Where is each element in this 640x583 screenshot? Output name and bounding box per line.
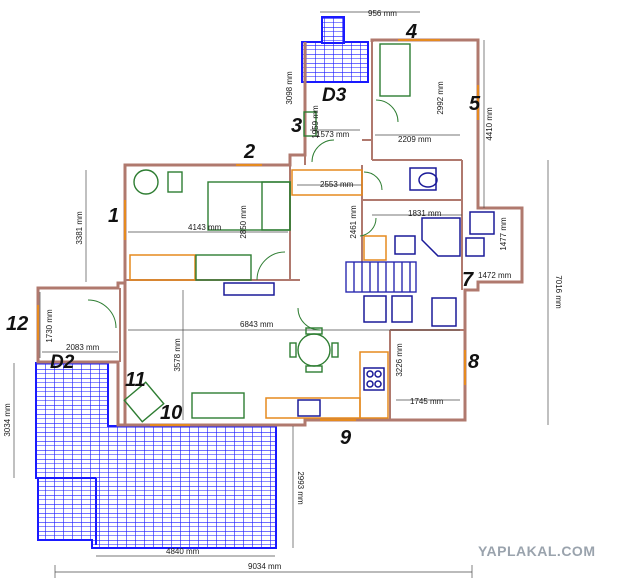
deck-d2 (35, 362, 277, 549)
room-number-3: 3 (291, 115, 302, 137)
dim-1959: 1959 mm (311, 105, 320, 139)
room-number-1: 1 (108, 205, 119, 227)
dim-3098: 3098 mm (285, 71, 294, 105)
fixtures (223, 167, 495, 417)
dim-2461: 2461 mm (349, 205, 358, 239)
counters (129, 169, 389, 419)
dim-3381: 3381 mm (75, 211, 84, 245)
room-number-12: 12 (6, 313, 28, 335)
staircase (345, 261, 417, 293)
bed-icon (379, 43, 411, 97)
dim-2992: 2992 mm (436, 81, 445, 115)
room-number-2: 2 (243, 141, 255, 163)
dimension-lines (13, 11, 549, 578)
deck-label-d3: D3 (322, 85, 347, 106)
stove-icon (363, 367, 385, 391)
dim-3578: 3578 mm (173, 338, 182, 372)
room-number-11: 11 (125, 369, 146, 391)
watermark: YAPLAKAL.COM (478, 543, 596, 559)
dim-956: 956 mm (368, 9, 397, 18)
dim-9034: 9034 mm (248, 562, 282, 571)
room-number-4: 4 (405, 21, 417, 43)
washbasin-icon (465, 237, 485, 257)
sofa-bottom-icon (191, 392, 245, 419)
furniture (123, 43, 411, 423)
room-number-10: 10 (160, 402, 182, 424)
dim-1573: 1573 mm (316, 130, 350, 139)
dim-4143: 4143 mm (188, 223, 222, 232)
exterior-walls (36, 38, 524, 427)
dim-2993: 2993 mm (296, 471, 305, 505)
room-number-8: 8 (468, 351, 480, 373)
dining-table-icon (297, 333, 331, 367)
deck-d3 (301, 16, 369, 83)
dim-2209: 2209 mm (398, 135, 432, 144)
dim-4840: 4840 mm (166, 547, 200, 556)
dim-1477: 1477 mm (499, 217, 508, 251)
dim-2083: 2083 mm (66, 343, 100, 352)
dim-1730: 1730 mm (45, 309, 54, 343)
room-number-9: 9 (340, 427, 352, 449)
kitchen-sink-icon (297, 399, 321, 417)
tv-unit-icon (223, 282, 275, 296)
coffee-table-icon (167, 171, 183, 193)
door-swings (87, 99, 399, 331)
room-number-7: 7 (462, 269, 474, 291)
dim-4410: 4410 mm (485, 107, 494, 141)
dim-6843: 6843 mm (240, 320, 274, 329)
shower-icon (421, 217, 461, 257)
windows (37, 39, 479, 426)
dim-3226: 3226 mm (395, 343, 404, 377)
dim-2553: 2553 mm (320, 180, 354, 189)
dim-1472: 1472 mm (478, 271, 512, 280)
dim-1745: 1745 mm (410, 397, 444, 406)
sink-icon (394, 235, 416, 255)
toilet-annex-icon (469, 211, 495, 235)
dim-1831: 1831 mm (408, 209, 442, 218)
armchair-corner-icon (123, 381, 165, 423)
dim-3034: 3034 mm (3, 403, 12, 437)
toilet-icon (409, 167, 437, 191)
dim-7016: 7016 mm (554, 275, 563, 309)
deck-label-d2: D2 (50, 352, 75, 373)
room-number-5: 5 (469, 93, 481, 115)
armchair-icon (133, 169, 159, 195)
dim-2850: 2850 mm (239, 205, 248, 239)
